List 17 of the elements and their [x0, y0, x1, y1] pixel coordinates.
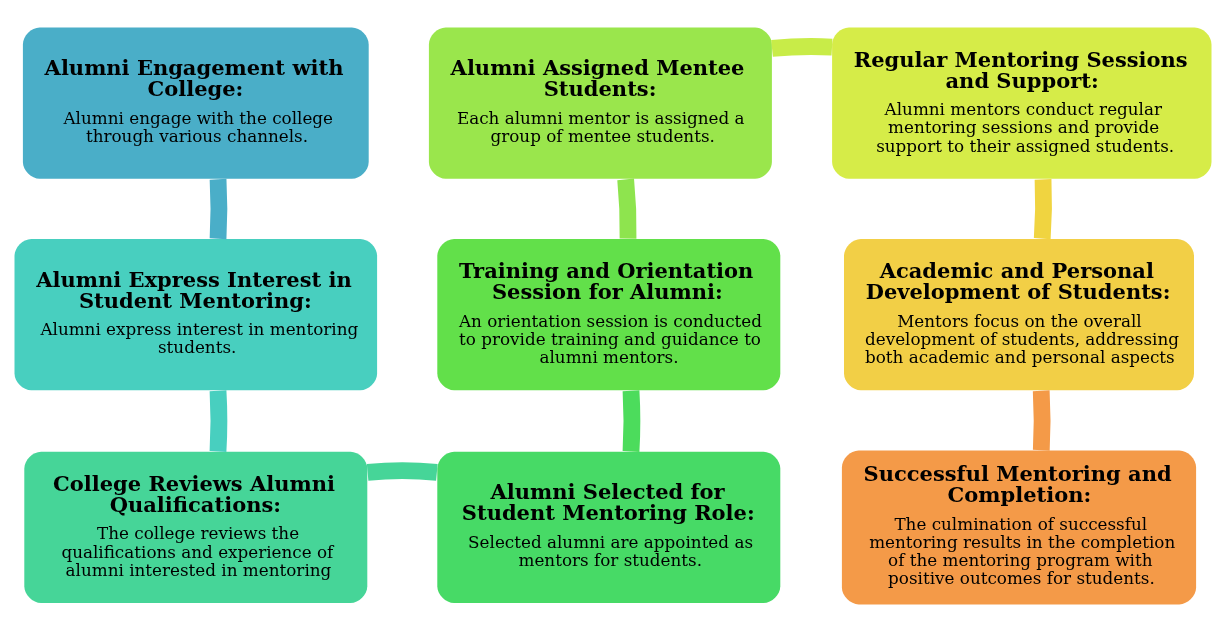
node-box: Regular Mentoring Sessions and Support: Alumni mentors conduct regular mentoring sessions and provide support to their assigned students. [832, 27, 1212, 179]
connector [771, 38, 833, 57]
node-box: Training and Orientation Session for Alumni: An orientation session is conducted to provide training and guidance to alumni mentors. [437, 239, 781, 391]
connector [1032, 390, 1051, 451]
node-box: Alumni Engagement with College: Alumni engage with the college through various channels. [22, 27, 369, 179]
node-box: Alumni Selected for Student Mentoring Role: Selected alumni are appointed as mentors for students. [437, 451, 781, 603]
connector [366, 462, 438, 481]
connector [209, 178, 228, 240]
connector [617, 178, 637, 239]
connector [1033, 178, 1052, 240]
node-box: Academic and Personal Development of Students: Mentors focus on the overall development of students, addressing both academic and personal aspects [844, 239, 1194, 391]
node-box: Successful Mentoring and Completion: The culmination of successful mentoring results in the completion of the mentoring program with positive outcomes for students. [841, 450, 1197, 605]
connector [622, 390, 641, 453]
node-box: College Reviews Alumni Qualifications: The college reviews the qualifications and experience of alumni interested in mentoring [24, 451, 368, 603]
node-box: Alumni Express Interest in Student Mentoring: Alumni express interest in mentoring students. [14, 239, 378, 391]
node-box: Alumni Assigned Mentee Students: Each alumni mentor is assigned a group of mentee students. [428, 27, 772, 179]
connector [209, 390, 228, 453]
